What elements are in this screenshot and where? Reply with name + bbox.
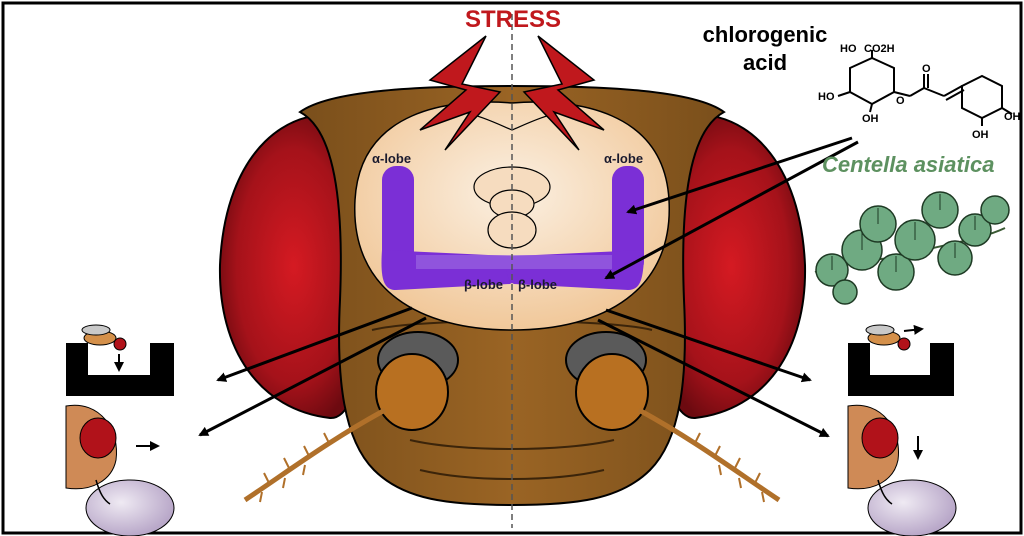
right-alpha-lobe-shape [612,166,644,276]
molecule-oh-bottom: OH [862,113,879,125]
left-antenna [375,353,449,431]
molecule-o-carbonyl: O [922,63,931,75]
molecule-oh-right1: OH [1004,111,1021,123]
right-antenna [575,353,649,431]
right-climbing-assay [848,324,954,396]
arrow-compound-to-alpha [626,136,853,215]
right-feeding-assay [847,404,957,536]
left-fly-icon [81,324,127,351]
right-arista [637,407,781,503]
left-feeding-assay [65,404,175,536]
stress-label: STRESS [465,6,562,33]
molecule-oh-right2: OH [972,129,989,141]
alpha-lobe-left-label: α-lobe [372,151,412,166]
arrow-left-to-feeding [198,316,427,437]
left-arista [243,407,387,503]
molecule-o-ester: O [896,95,905,107]
molecule-ho-top: HO [840,43,857,55]
arrow-right-to-feeding [597,318,830,438]
beta-lobe-right-label: β-lobe [518,277,557,292]
centella-asiatica-illustration [814,191,1010,305]
compound-name-line1: chlorogenic [702,22,828,47]
molecule-co2h: CO2H [864,43,895,55]
arrow-left-to-climbing [216,306,413,382]
left-climbing-assay [66,324,174,396]
compound-name-line2: acid [742,50,788,75]
right-fly-icon [865,324,911,351]
plant-name: Centella asiatica [822,152,995,177]
beta-lobe-left-label: β-lobe [464,277,503,292]
molecule-ho-left: HO [818,91,835,103]
mushroom-bodies [381,166,644,290]
chlorogenic-acid-structure [837,50,1013,126]
left-alpha-lobe-shape [382,166,414,276]
stress-bolt-right [522,35,605,151]
arrow-compound-to-beta [604,140,859,280]
arrow-right-to-climbing [605,308,812,383]
alpha-lobe-right-label: α-lobe [604,151,644,166]
stress-bolt-left [419,35,502,151]
